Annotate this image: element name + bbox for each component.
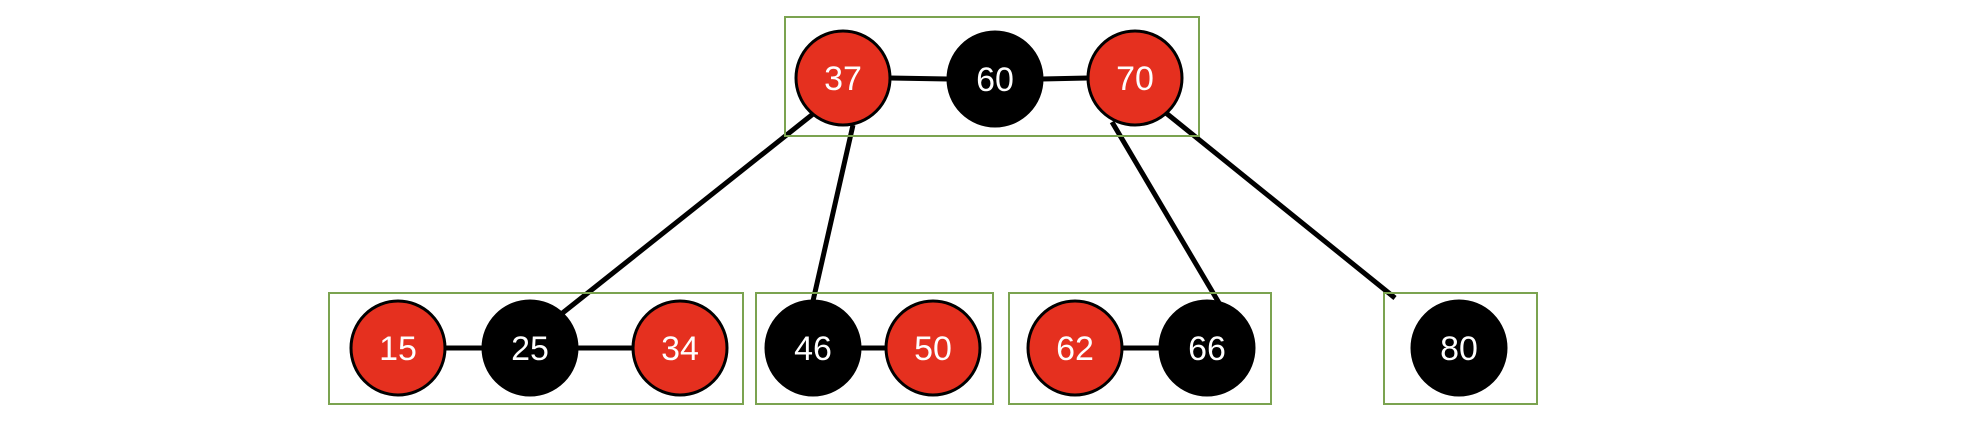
node-circle-37[interactable]	[794, 29, 892, 127]
root-group-box	[784, 16, 1200, 137]
node-circle-15[interactable]	[349, 299, 447, 397]
node-circle-25[interactable]	[481, 299, 579, 397]
tree-node-37[interactable]: 37	[794, 29, 892, 127]
tree-edge-n70-n80	[1164, 111, 1397, 300]
leaf-group-4-box	[1383, 292, 1538, 405]
node-circle-70[interactable]	[1086, 29, 1184, 127]
node-circle-34[interactable]	[631, 299, 729, 397]
leaf-group-3-box	[1008, 292, 1272, 405]
tree-edge-n60-n70	[1041, 75, 1089, 82]
tree-node-66[interactable]: 66	[1158, 299, 1256, 397]
tree-node-50[interactable]: 50	[884, 299, 982, 397]
tree-node-62[interactable]: 62	[1026, 299, 1124, 397]
node-circle-60[interactable]	[946, 30, 1044, 128]
edges-layer	[445, 75, 1397, 351]
tree-node-80[interactable]: 80	[1410, 299, 1508, 397]
node-circle-62[interactable]	[1026, 299, 1124, 397]
tree-edge-n37-n46	[810, 124, 856, 302]
node-circle-46[interactable]	[764, 299, 862, 397]
tree-node-25[interactable]: 25	[481, 299, 579, 397]
node-circle-80[interactable]	[1410, 299, 1508, 397]
leaf-group-1-box	[328, 292, 744, 405]
tree-node-60[interactable]: 60	[946, 30, 1044, 128]
node-circle-66[interactable]	[1158, 299, 1256, 397]
tree-node-70[interactable]: 70	[1086, 29, 1184, 127]
leaf-group-2-box	[755, 292, 994, 405]
group-boxes-layer	[328, 16, 1538, 405]
tree-edge-n37-n60	[889, 75, 949, 82]
node-circle-50[interactable]	[884, 299, 982, 397]
tree-edge-n70-n66	[1109, 120, 1225, 310]
tree-node-46[interactable]: 46	[764, 299, 862, 397]
tree-node-15[interactable]: 15	[349, 299, 447, 397]
tree-edge-n37-n25	[558, 112, 815, 317]
tree-node-34[interactable]: 34	[631, 299, 729, 397]
